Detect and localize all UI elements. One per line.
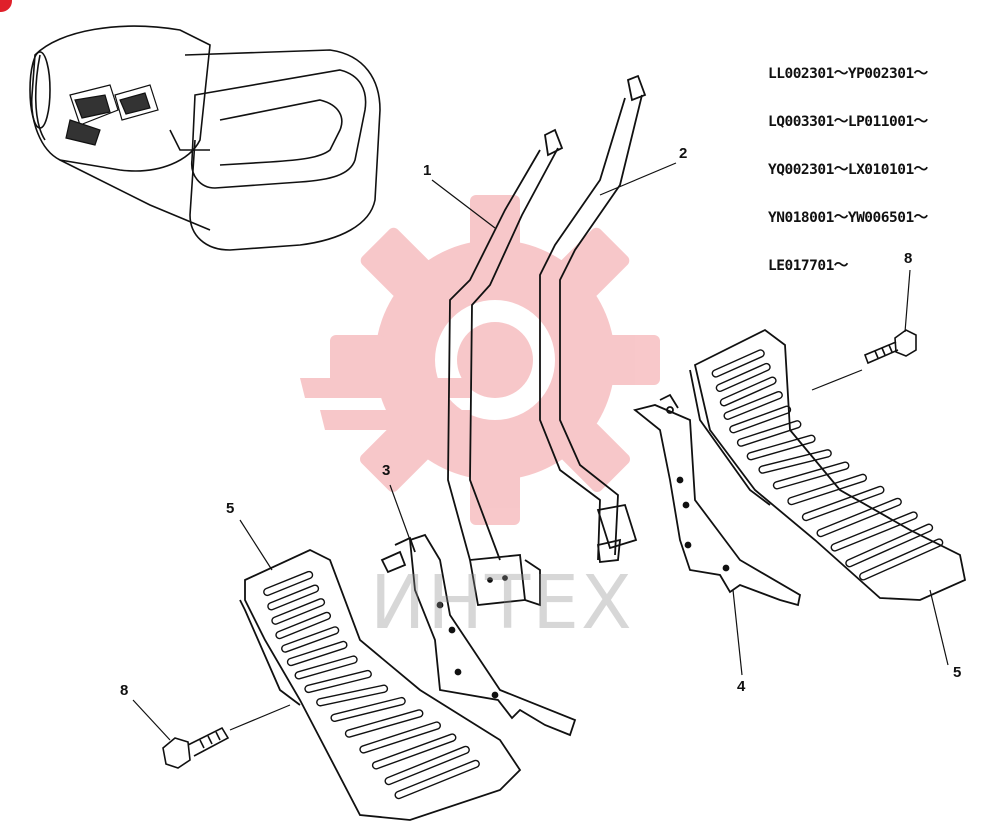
serial-line: YQ002301～LX010101～: [768, 162, 928, 178]
leader-lines: [132, 162, 949, 741]
callout-5-right: 5: [953, 664, 962, 681]
watermark-gear-icon: [300, 195, 660, 525]
callout-2: 2: [679, 145, 688, 162]
pedal-5-right-grip: [711, 349, 944, 581]
serial-number-list: LL002301～YP002301～ LQ003301～LP011001～ YQ…: [768, 34, 993, 290]
lever-1: [447, 128, 564, 607]
callout-3: 3: [382, 462, 391, 479]
callout-5-left: 5: [226, 500, 235, 517]
pedal-5-left: [239, 549, 522, 821]
pedal-5-right: [689, 328, 967, 601]
callout-1: 1: [423, 162, 432, 179]
serial-line: LE017701～: [768, 258, 848, 274]
serial-line: YN018001～YW006501～: [768, 210, 928, 226]
serial-line: LL002301～YP002301～: [768, 66, 928, 82]
lever-2: [539, 74, 647, 563]
bracket-3: [380, 533, 577, 737]
serial-line: LQ003301～LP011001～: [768, 114, 928, 130]
bracket-4: [633, 393, 802, 607]
bolt-8-left: [162, 726, 230, 769]
callout-8-left: 8: [120, 682, 129, 699]
pedal-5-left-grip: [263, 570, 480, 800]
callout-8-right: 8: [904, 250, 913, 267]
bolt-8-right: [863, 329, 917, 365]
seat-assembly: [29, 25, 381, 251]
watermark-text: ИНТЕХ: [370, 560, 634, 646]
callout-4: 4: [737, 678, 746, 695]
